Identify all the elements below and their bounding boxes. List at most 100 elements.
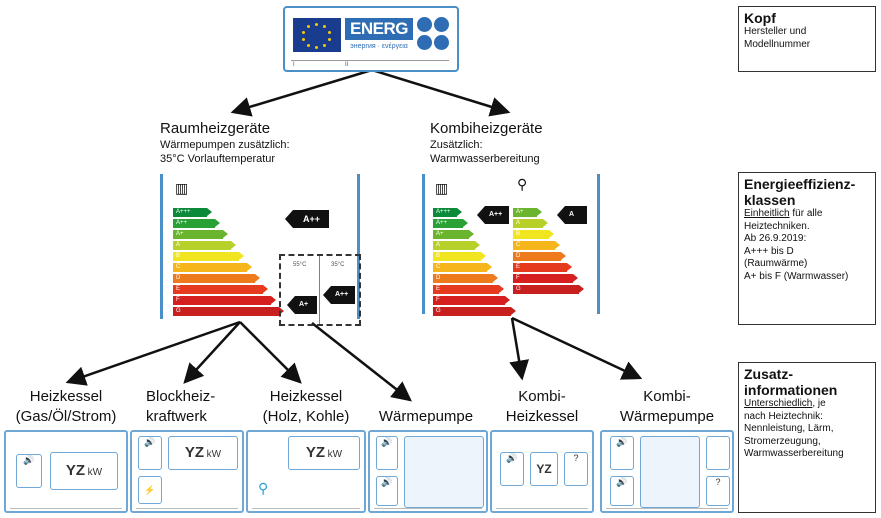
rating-tag: A+: [287, 296, 317, 314]
energy-class-bar: B: [173, 252, 244, 261]
title-line: Kombi-: [643, 388, 691, 405]
info-box-zusatz: Zusatz- informationen Unterschiedlich, j…: [738, 362, 876, 513]
arrow-to-waermepumpe: [311, 322, 412, 402]
info-line: A+++ bis D: [744, 245, 794, 257]
title-line: (Holz, Kohle): [262, 408, 350, 425]
energy-class-bar: A+: [173, 230, 228, 239]
arrow-to-holz: [239, 321, 302, 384]
divider: [291, 60, 449, 61]
lang-icon: [417, 17, 432, 32]
info-rest: , je: [812, 398, 826, 409]
energy-class-bar: G: [513, 285, 584, 294]
bottom-title: Wärmepumpe: [364, 407, 488, 427]
energy-class-bar: A+++: [433, 208, 462, 217]
radiator-icon: ▥: [175, 180, 189, 196]
energy-class-bar: B: [513, 230, 554, 239]
info-line: nach Heiztechnik:: [744, 410, 823, 422]
energ-subtitle: энергия · ενέργεια: [350, 43, 408, 50]
bottom-title: Kombi- Wärmepumpe: [600, 387, 734, 427]
europe-map-icon: [404, 436, 484, 508]
sound-icon: 🔊: [376, 476, 398, 506]
temp-label: 55°C: [293, 262, 307, 268]
energy-class-bar: E: [433, 285, 504, 294]
info-line: Heiztechniken.: [744, 220, 810, 232]
title-line: (Gas/Öl/Strom): [15, 408, 117, 425]
energy-class-bar: A: [513, 219, 548, 228]
energy-class-bar: F: [173, 296, 276, 305]
tap-icon: ⚲: [258, 480, 269, 496]
rating-tag: A++: [477, 206, 509, 224]
energy-class-bar: B: [433, 252, 486, 261]
arrow-to-kombi-kessel: [509, 317, 529, 381]
eu-flag-icon: [293, 18, 341, 52]
energy-label-header: ENERG энергия · ενέργεια I II: [283, 6, 459, 72]
sound-icon: 🔊: [610, 476, 634, 506]
arrow-to-blockheiz: [183, 321, 241, 384]
energy-class-bar: D: [433, 274, 498, 283]
sound-icon: 🔊: [138, 436, 162, 470]
bottom-title: Blockheiz-kraftwerk: [130, 387, 256, 427]
info-title: Zusatz- informationen: [744, 366, 838, 398]
info-box-klassen: Energieeffizienz- klassen Einheitlich fü…: [738, 172, 876, 325]
lang-icon: [434, 35, 449, 50]
kombi-title: Kombiheizgeräte: [430, 120, 543, 137]
yz-value: YZ: [305, 444, 326, 461]
arrow-to-heizkessel: [65, 320, 241, 386]
rating-tag: A++: [285, 210, 329, 228]
energy-class-bar: A++: [173, 219, 220, 228]
title-line: Wärmepumpe: [619, 408, 715, 425]
info-line: Nennleistung, Lärm,: [744, 423, 834, 434]
rating-tag: A++: [323, 286, 355, 304]
raum-title: Raumheizgeräte: [160, 120, 271, 137]
info-title: Kopf: [744, 10, 776, 26]
info-line: Modellnummer: [744, 38, 811, 50]
title-line: kraftwerk: [146, 408, 207, 425]
sound-icon: 🔊: [610, 436, 634, 470]
kombi-sub: Warmwasserbereitung: [430, 153, 540, 165]
sound-icon: 🔊: [16, 454, 42, 488]
lang-icon: [434, 17, 449, 32]
energy-class-bar: C: [173, 263, 252, 272]
card-kombi-wp: 🔊 🔊 ?: [600, 430, 734, 513]
power-box: YZ kW: [288, 436, 360, 470]
bottom-title: Kombi-Heizkessel: [490, 387, 594, 427]
kw-unit: kW: [327, 449, 343, 460]
energy-class-bar: D: [513, 252, 566, 261]
kw-unit: kW: [87, 467, 103, 478]
raum-sub: 35°C Vorlauftemperatur: [160, 153, 276, 165]
power-box: YZ kW: [50, 452, 118, 490]
title-line: Heizkessel: [29, 388, 103, 405]
footer-mark: II: [345, 62, 349, 68]
footer-mark: I: [293, 62, 295, 68]
kombi-heading: Kombiheizgeräte Zusätzlich: Warmwasserbe…: [430, 120, 630, 166]
arrow-to-kombi-wp: [511, 316, 643, 380]
legend-icon: [706, 436, 730, 470]
energy-class-bar: A+++: [173, 208, 212, 217]
card-holz-kohle: YZ kW ⚲: [246, 430, 366, 513]
title-line: Kombi-: [518, 388, 566, 405]
bottom-title: Heizkessel(Holz, Kohle): [246, 387, 366, 427]
rating-tag: A: [557, 206, 587, 224]
info-rest: für alle: [789, 208, 823, 219]
raum-heading: Raumheizgeräte Wärmepumpen zusätzlich: 3…: [160, 120, 360, 166]
lang-icon: [417, 35, 432, 50]
energy-class-bar: F: [433, 296, 510, 305]
raum-sub: Wärmepumpen zusätzlich:: [160, 139, 290, 151]
sound-icon: 🔊: [500, 452, 524, 486]
bottom-title: Heizkessel (Gas/Öl/Strom): [4, 387, 128, 427]
kw-unit: kW: [206, 449, 222, 460]
card-heizkessel: 🔊 YZ kW: [4, 430, 128, 513]
energy-class-bar: A: [433, 241, 480, 250]
radiator-icon: ▥: [435, 180, 449, 196]
temp-label: 35°C: [331, 262, 345, 268]
info-line: (Raumwärme): [744, 258, 808, 269]
kombi-sub: Zusätzlich:: [430, 139, 483, 151]
energy-class-bar: C: [433, 263, 492, 272]
card-blockheiz: 🔊 YZ kW ⚡: [130, 430, 244, 513]
energ-brand: ENERG: [345, 18, 413, 40]
info-line: A+ bis F (Warmwasser): [744, 270, 849, 282]
energy-class-bar: F: [513, 274, 578, 283]
energy-class-bar: E: [513, 263, 572, 272]
